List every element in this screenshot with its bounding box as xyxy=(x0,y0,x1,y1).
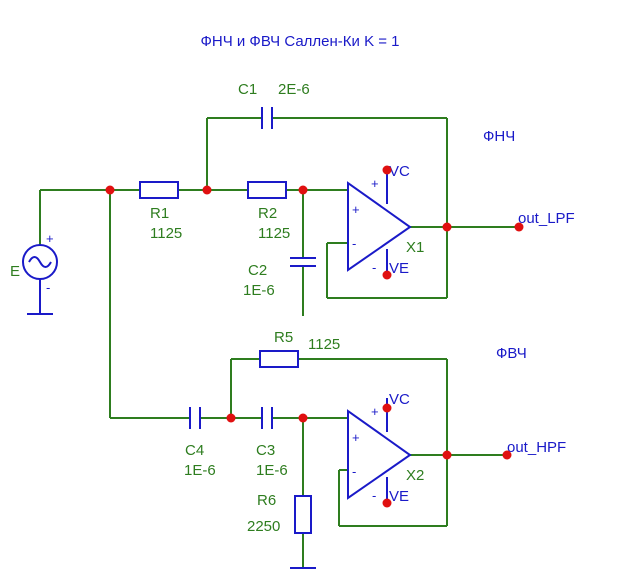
x1-vc-label: VC xyxy=(389,163,410,180)
c4-value: 1E-6 xyxy=(184,462,216,479)
x1-minus-supply: - xyxy=(372,260,376,275)
x1-ve-label: VE xyxy=(389,260,409,277)
r2-name: R2 xyxy=(258,205,277,222)
resistor-r5[interactable] xyxy=(259,350,299,368)
node-input[interactable] xyxy=(105,185,115,195)
node-r1-r2[interactable] xyxy=(202,185,212,195)
diagram-title: ФНЧ и ФВЧ Саллен-Ки K = 1 xyxy=(200,33,399,50)
node-x1-vc[interactable] xyxy=(382,165,392,175)
x2-plus-supply: + xyxy=(371,404,379,419)
node-x2-plus[interactable] xyxy=(298,413,308,423)
x2-name: X2 xyxy=(406,467,424,484)
source-minus: - xyxy=(46,280,50,295)
capacitor-c3[interactable] xyxy=(261,407,273,429)
output-lpf-label: out_LPF xyxy=(518,210,575,227)
capacitor-c1[interactable] xyxy=(261,107,273,129)
capacitor-c4[interactable] xyxy=(189,407,201,429)
opamp-x1-triangle xyxy=(347,181,412,272)
x1-plus-supply: + xyxy=(371,176,379,191)
c3-name: C3 xyxy=(256,442,275,459)
resistor-r1[interactable] xyxy=(139,181,179,199)
r6-name: R6 xyxy=(257,492,276,509)
node-x1-plus[interactable] xyxy=(298,185,308,195)
node-out-hpf[interactable] xyxy=(502,450,512,460)
node-x2-output[interactable] xyxy=(442,450,452,460)
r1-name: R1 xyxy=(150,205,169,222)
node-c4-c3[interactable] xyxy=(226,413,236,423)
c2-name: C2 xyxy=(248,262,267,279)
node-x1-output[interactable] xyxy=(442,222,452,232)
source-plus: + xyxy=(46,231,54,246)
x2-minus-input: - xyxy=(352,464,356,479)
x2-plus-input: + xyxy=(352,430,360,445)
resistor-r2[interactable] xyxy=(247,181,287,199)
r2-value: 1125 xyxy=(258,225,290,242)
node-x1-ve[interactable] xyxy=(382,270,392,280)
x2-vc-label: VC xyxy=(389,391,410,408)
x2-ve-label: VE xyxy=(389,488,409,505)
capacitor-c2[interactable] xyxy=(290,257,316,267)
x1-minus-input: - xyxy=(352,236,356,251)
node-x2-vc[interactable] xyxy=(382,403,392,413)
source-name: E xyxy=(10,263,20,280)
node-out-lpf[interactable] xyxy=(514,222,524,232)
sine-wave-icon xyxy=(28,256,52,268)
hpf-section-label: ФВЧ xyxy=(496,345,527,362)
node-x2-ve[interactable] xyxy=(382,498,392,508)
x1-plus-input: + xyxy=(352,202,360,217)
r1-value: 1125 xyxy=(150,225,182,242)
lpf-section-label: ФНЧ xyxy=(483,128,515,145)
c1-value: 2E-6 xyxy=(278,81,310,98)
r5-value: 1125 xyxy=(308,336,340,353)
opamp-x2-triangle xyxy=(347,409,412,500)
c2-value: 1E-6 xyxy=(243,282,275,299)
r5-name: R5 xyxy=(274,329,293,346)
c1-name: C1 xyxy=(238,81,257,98)
resistor-r6[interactable] xyxy=(294,495,312,534)
voltage-source-e[interactable] xyxy=(22,189,110,315)
output-hpf-label: out_HPF xyxy=(507,439,566,456)
x2-minus-supply: - xyxy=(372,488,376,503)
r6-value: 2250 xyxy=(247,518,280,535)
x1-name: X1 xyxy=(406,239,424,256)
c3-value: 1E-6 xyxy=(256,462,288,479)
c4-name: C4 xyxy=(185,442,204,459)
